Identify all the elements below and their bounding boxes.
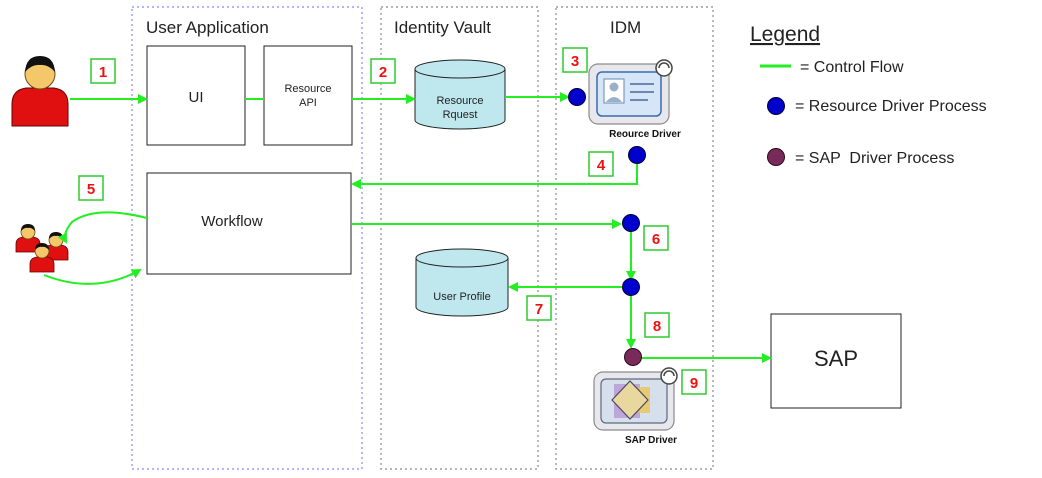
legend-control-flow-label: = Control Flow: [800, 59, 904, 76]
svg-text:1: 1: [99, 64, 107, 81]
legend-sap-process-label: = SAP Driver Process: [795, 150, 954, 167]
legend-sap-process-swatch: [767, 148, 785, 166]
svg-text:8: 8: [653, 318, 661, 335]
zone-title-idm: IDM: [610, 18, 641, 37]
step-label-8: 8: [644, 312, 670, 338]
sap-driver-label: SAP Driver: [625, 435, 677, 446]
resource-api-label-line1: Resource: [284, 83, 331, 95]
step-label-9: 9: [681, 369, 707, 395]
flow-approvers-to-workflow: [43, 269, 142, 285]
step-label-6: 6: [643, 225, 669, 251]
step-label-4: 4: [588, 151, 614, 177]
zone-user-application: [131, 6, 363, 470]
zone-title-user-application: User Application: [146, 18, 269, 37]
workflow-box-label: Workflow: [201, 213, 263, 230]
resource-request-store: [414, 59, 506, 130]
legend-resource-process-swatch: [767, 97, 785, 115]
sap-box: [770, 313, 902, 409]
resource-api-label-line2: API: [299, 97, 317, 109]
flow-workflow-to-approvers: [57, 211, 148, 244]
legend-resource-process-label: = Resource Driver Process: [795, 98, 987, 115]
user-profile-store: [415, 248, 509, 317]
zone-idm: [555, 6, 714, 470]
resource-request-label-line2: Rquest: [443, 109, 478, 121]
ui-box-label: UI: [189, 89, 204, 106]
sap-box-label: SAP: [814, 346, 858, 371]
resource-process-dot-3: [568, 88, 586, 106]
control-flows: [43, 92, 772, 363]
resource-driver-label: Reource Driver: [609, 129, 681, 140]
sap-process-dot: [624, 348, 642, 366]
user-group-icon: [15, 224, 69, 273]
resource-process-dot-4: [628, 146, 646, 164]
workflow-box: [146, 172, 352, 275]
step-label-5: 5: [78, 175, 104, 201]
svg-text:4: 4: [597, 157, 606, 174]
zone-title-identity-vault: Identity Vault: [394, 18, 491, 37]
resource-request-label-line1: Resource: [436, 95, 483, 107]
legend-title: Legend: [750, 23, 820, 46]
user-icon: [11, 56, 69, 127]
sap-driver-icon: [593, 367, 678, 431]
resource-process-dot-7: [622, 278, 640, 296]
legend: Legend = Control Flow = Resource Driver …: [750, 23, 987, 167]
resource-api-box: [263, 45, 353, 146]
step-label-7: 7: [526, 295, 552, 321]
svg-text:2: 2: [379, 64, 387, 81]
step-label-3: 3: [562, 47, 588, 73]
user-profile-label: User Profile: [433, 291, 490, 303]
zone-identity-vault: [380, 6, 539, 470]
ui-box: [146, 45, 246, 146]
resource-driver-icon: [588, 59, 673, 125]
flow-driver-to-workflow: [351, 162, 638, 189]
svg-text:7: 7: [535, 301, 543, 318]
resource-process-dot-6: [622, 214, 640, 232]
step-label-2: 2: [370, 58, 396, 84]
svg-text:3: 3: [571, 53, 579, 70]
svg-text:9: 9: [690, 375, 698, 392]
step-label-1: 1: [90, 58, 116, 84]
svg-text:5: 5: [87, 181, 95, 198]
svg-text:6: 6: [652, 231, 660, 248]
